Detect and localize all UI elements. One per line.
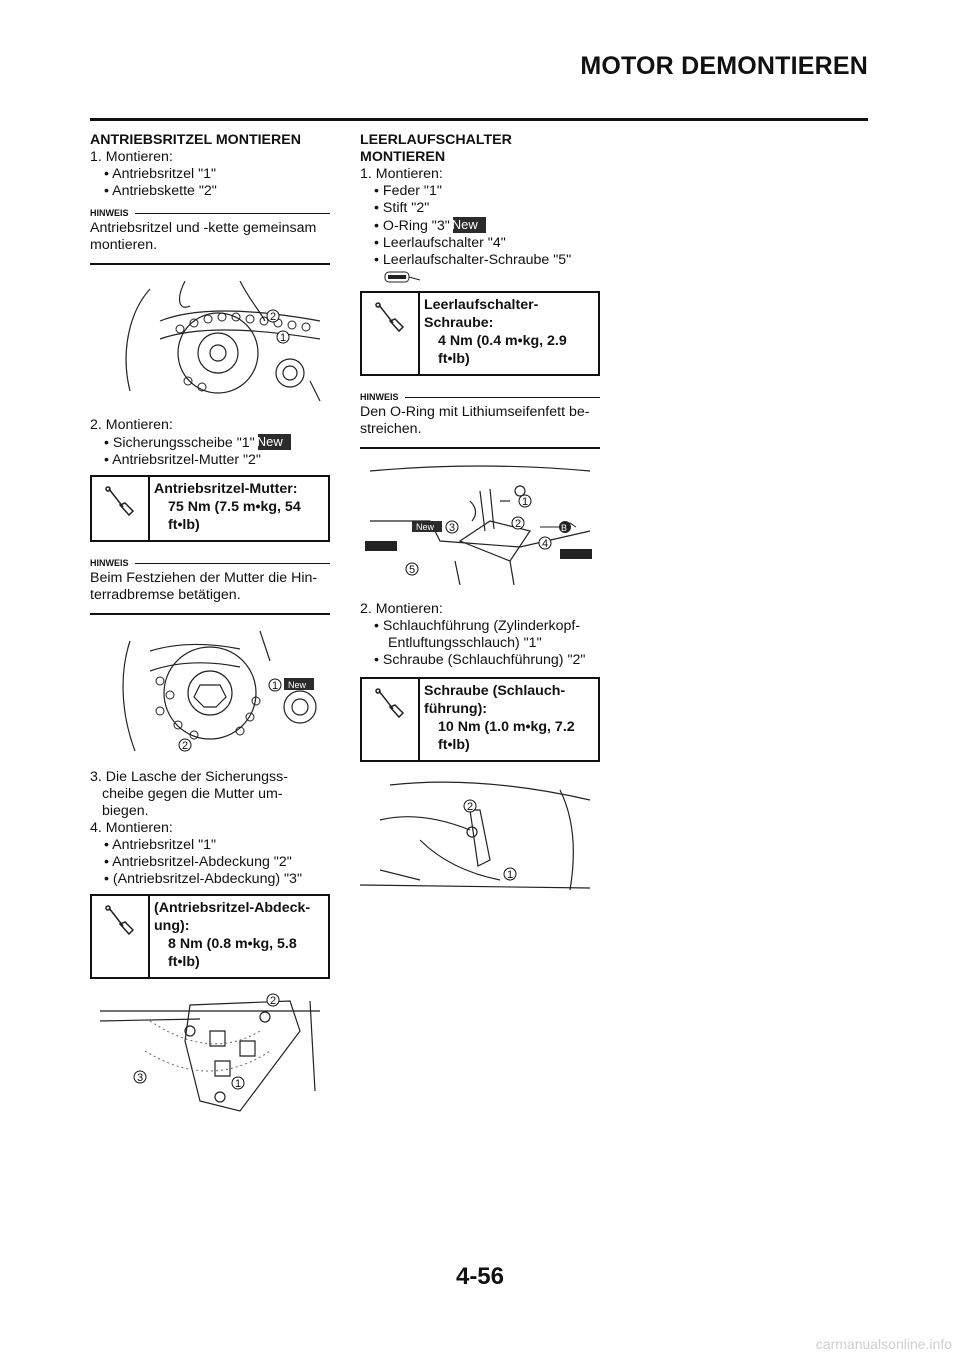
note-box: HINWEIS Beim Festziehen der Mutter die H…: [90, 558, 330, 615]
torque-spec-box: (Antriebsritzel-Abdeck- ung): 8 Nm (0.8 …: [90, 894, 330, 979]
left-column: ANTRIEBSRITZEL MONTIEREN 1. Montieren: •…: [90, 132, 330, 1121]
list-item: • Leerlaufschalter "4": [374, 235, 506, 251]
figure-sprocket-cover: 2 3 1: [90, 991, 330, 1121]
torque-spec-box: Leerlaufschalter- Schraube: 4 Nm (0.4 m•…: [360, 291, 600, 376]
torque-spec-box: Schraube (Schlauch- führung): 10 Nm (1.0…: [360, 677, 600, 762]
torque-value: 8 Nm (0.8 m•kg, 5.8: [168, 936, 297, 952]
list-item: • Sicherungsscheibe "1"New: [99, 434, 330, 452]
list-item: • O-Ring "3"New: [369, 217, 600, 235]
callout-label: 2: [270, 995, 276, 1007]
right-column: LEERLAUFSCHALTER MONTIEREN 1. Montieren:…: [360, 132, 600, 898]
note-text: Antriebsritzel und -kette gemeinsam mont…: [90, 220, 317, 253]
list-item: • Leerlaufschalter-Schraube "5": [374, 252, 572, 268]
neutral-switch-illustration: 1 2 New 3 4 5 B: [365, 465, 592, 586]
callout-label: 1: [235, 1078, 241, 1090]
note-text: Den O-Ring mit Lithiumseifenfett be-stre…: [360, 404, 590, 437]
torque-unit: ft•lb): [168, 517, 200, 533]
step-text: cheibe gegen die Mutter um-: [102, 786, 283, 802]
list-item: • Schraube (Schlauchführung) "2": [374, 652, 586, 668]
note-box: HINWEIS Antriebsritzel und -kette gemein…: [90, 208, 330, 265]
figure-neutral-switch: 1 2 New 3 4 5 B: [360, 461, 600, 591]
torque-title: Schraube:: [424, 315, 494, 331]
list-item: • Antriebsritzel-Abdeckung "2": [104, 854, 292, 870]
note-label: HINWEIS: [90, 558, 330, 568]
note-label: HINWEIS: [90, 208, 330, 218]
list-item: • Antriebsritzel "1": [104, 166, 217, 182]
section-title: LEERLAUFSCHALTER: [360, 132, 512, 148]
note-box: HINWEIS Den O-Ring mit Lithiumseifenfett…: [360, 392, 600, 449]
list-item: • (Antriebsritzel-Abdeckung) "3": [104, 871, 302, 887]
step-text: biegen.: [102, 803, 149, 819]
watermark: carmanualsonline.info: [815, 1336, 952, 1352]
callout-label: 4: [542, 538, 548, 550]
torque-title: Leerlaufschalter-: [424, 297, 539, 313]
page-title: MOTOR DEMONTIEREN: [580, 52, 868, 80]
torque-unit: ft•lb): [438, 737, 470, 753]
hose-guide-illustration: 2 1: [360, 781, 591, 891]
torque-title: (Antriebsritzel-Abdeck-: [154, 900, 311, 916]
callout-label: 2: [182, 740, 188, 752]
header-rule: [90, 118, 868, 121]
sprocket-cover-illustration: 2 3 1: [99, 993, 320, 1112]
note-text: Beim Festziehen der Mutter die Hin-terra…: [90, 570, 318, 603]
thread-lock-icon: [384, 271, 421, 283]
section-title: MONTIEREN: [360, 149, 446, 165]
figure-lockwasher-nut: 1 New 2: [90, 631, 330, 759]
step-text: 1. Montieren:: [90, 149, 173, 165]
list-item: • Feder "1": [374, 183, 442, 199]
torque-unit: ft•lb): [438, 351, 470, 367]
list-item: Entluftungsschlauch) "1": [388, 635, 542, 651]
step-text: 4. Montieren:: [90, 820, 173, 836]
step-text: 2. Montieren:: [360, 601, 443, 617]
torque-value: 75 Nm (7.5 m•kg, 54: [168, 499, 301, 515]
new-badge: New: [416, 522, 435, 532]
callout-label: 3: [449, 522, 455, 534]
note-label: HINWEIS: [360, 392, 600, 402]
torque-unit: ft•lb): [168, 954, 200, 970]
lockwasher-nut-illustration: 1 New 2: [122, 631, 317, 752]
callout-label: B: [561, 523, 567, 533]
callout-label: 2: [515, 518, 521, 530]
torque-value: 10 Nm (1.0 m•kg, 7.2: [438, 719, 575, 735]
torque-title: ung):: [154, 918, 190, 934]
callout-label: 2: [270, 311, 276, 323]
new-badge: New: [257, 434, 291, 450]
torque-spec-box: Antriebsritzel-Mutter: 75 Nm (7.5 m•kg, …: [90, 475, 330, 542]
torque-title: führung):: [424, 701, 488, 717]
torque-value: 4 Nm (0.4 m•kg, 2.9: [438, 333, 567, 349]
new-badge: New: [288, 680, 307, 690]
callout-label: 1: [522, 496, 528, 508]
figure-hose-guide: 2 1: [360, 780, 600, 898]
page-number: 4-56: [455, 1263, 505, 1290]
figure-sprocket-chain: 2 1: [90, 281, 330, 411]
step-text: 1. Montieren:: [360, 166, 443, 182]
callout-label: 1: [507, 869, 513, 881]
section-title: ANTRIEBSRITZEL MONTIEREN: [90, 132, 301, 148]
step-text: 3. Die Lasche der Sicherungss-: [90, 769, 288, 785]
torque-title: Schraube (Schlauch-: [424, 683, 566, 699]
torque-wrench-icon: [105, 486, 135, 517]
list-item: • Antriebsritzel-Mutter "2": [104, 452, 261, 468]
new-badge: New: [452, 217, 486, 233]
list-item: • Schlauchführung (Zylinderkopf-: [374, 618, 581, 634]
torque-wrench-icon: [375, 302, 405, 333]
list-item: • Antriebskette "2": [104, 183, 217, 199]
callout-label: 5: [409, 564, 415, 576]
step-text: 2. Montieren:: [90, 417, 173, 433]
list-item: • Stift "2": [374, 200, 430, 216]
sprocket-chain-illustration: 2 1: [125, 281, 321, 402]
list-item: • Antriebsritzel "1": [104, 837, 217, 853]
torque-wrench-icon: [375, 688, 405, 719]
callout-label: 1: [272, 680, 278, 692]
callout-label: 2: [467, 801, 473, 813]
callout-label: 1: [280, 332, 286, 344]
torque-title: Antriebsritzel-Mutter:: [154, 481, 298, 497]
torque-wrench-icon: [105, 905, 135, 936]
callout-label: 3: [137, 1072, 143, 1084]
